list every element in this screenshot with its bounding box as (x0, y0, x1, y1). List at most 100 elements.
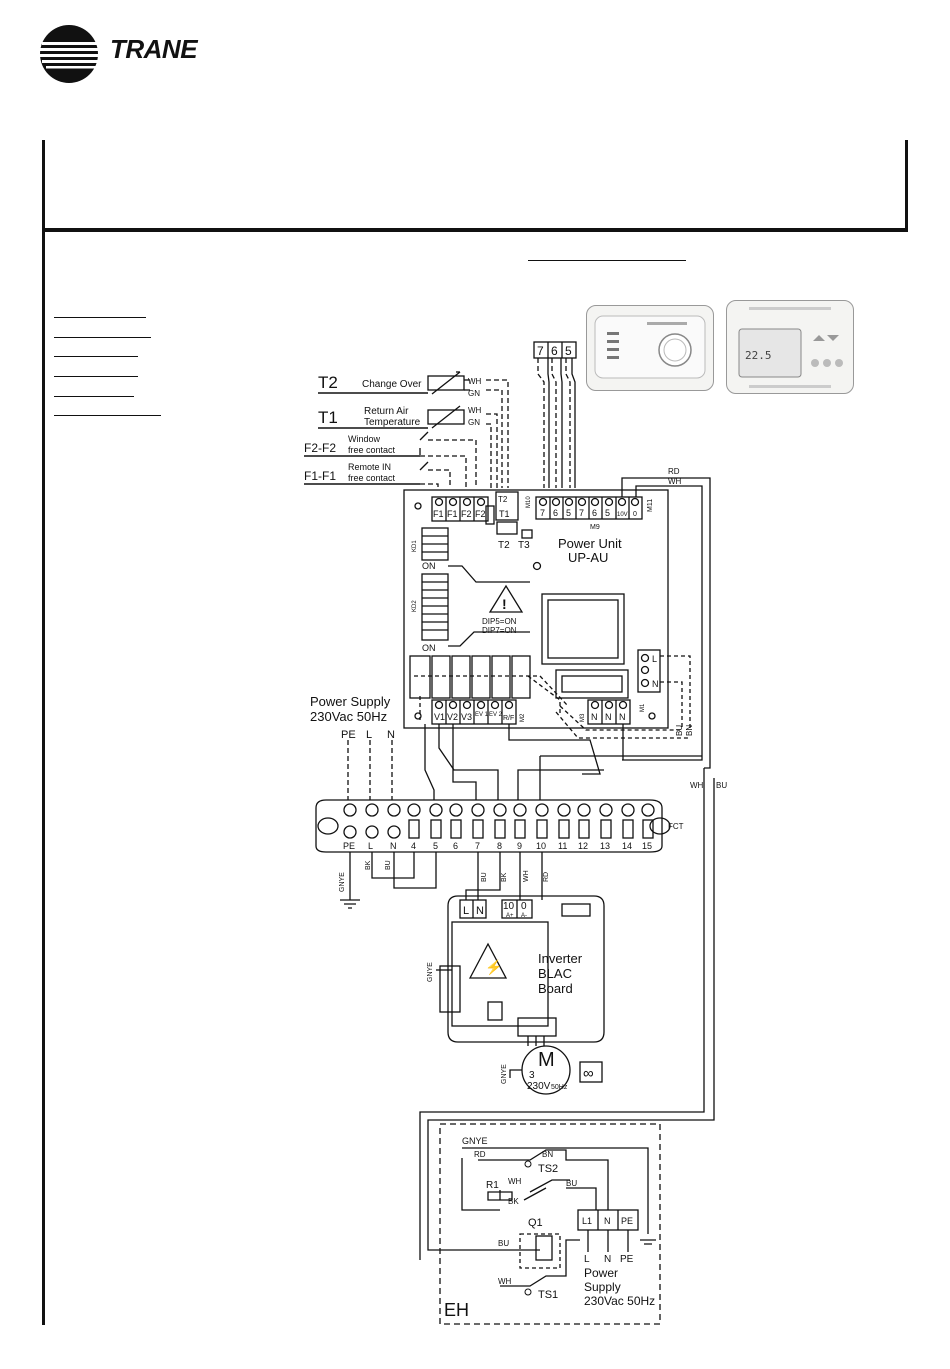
fct-terminal-l: L (368, 841, 373, 851)
m9-terminal-4: 7 (579, 508, 584, 518)
power-unit-board (403, 489, 669, 729)
sensor-t2 (318, 371, 470, 395)
m9-terminal-2: 6 (553, 508, 558, 518)
power-supply-l: L (366, 729, 372, 741)
contact-f1-code: F1-F1 (304, 469, 336, 483)
contact-f2-label-2: free contact (348, 445, 396, 455)
eh-wire-wh: WH (508, 1177, 522, 1186)
fct-terminal-9: 9 (517, 841, 522, 851)
frame-left-border (42, 140, 45, 1325)
fct-terminal-block (315, 799, 671, 853)
hazard-icon: ⚡ (485, 959, 502, 976)
fct-terminal-10: 10 (536, 841, 546, 851)
neutral-n1: N (591, 712, 598, 722)
m9-terminal-3: 5 (566, 508, 571, 518)
controller-connector (533, 341, 577, 359)
motor-phase: 3 (529, 1070, 535, 1081)
brand-name: TRANE (110, 34, 198, 64)
top-terminal-f1a: F1 (433, 509, 444, 519)
neutral-m3-label: M3 (580, 713, 586, 722)
warning-icon: ! (502, 596, 507, 612)
output-terminal-strip (431, 699, 517, 725)
fct-terminal-14: 14 (622, 841, 632, 851)
inverter-control-aminus: A- (521, 913, 527, 919)
output-ev2: EV 2 (489, 712, 503, 718)
sensor-t1 (318, 405, 465, 429)
heading-underline (528, 260, 686, 261)
eh-supply-n: N (604, 1254, 611, 1265)
wire-gnye-pe: GNYE (339, 872, 346, 892)
sensor-t1-label-1: Return Air (364, 406, 409, 417)
motor-ground-label: GNYE (501, 1064, 508, 1084)
power-supply-label-1: Power Supply (310, 694, 391, 709)
top-terminal-f1b: F1 (447, 509, 458, 519)
wire-bu-right: BU (675, 725, 684, 736)
sensor-t1-label-2: Temperature (364, 417, 421, 428)
trane-logo: TRANE (40, 25, 199, 83)
inverter-label-2: BLAC (538, 966, 572, 981)
eh-supply-l: L (584, 1254, 590, 1265)
wire-bk-8: BK (501, 872, 508, 882)
eh-wire-bu-1: BU (566, 1179, 577, 1188)
power-unit-label-2: UP-AU (568, 550, 608, 565)
supply-m1-label: M1 (640, 703, 646, 712)
eh-wire-rd: RD (474, 1150, 486, 1159)
dip-switch-kd2 (421, 573, 449, 641)
eh-ts1: TS1 (538, 1289, 558, 1301)
eh-r1: R1 (486, 1180, 499, 1191)
dip-kd2-on: ON (422, 643, 436, 653)
output-v1: V1 (434, 712, 445, 722)
sensor-t1-wire-gn: GN (468, 418, 480, 427)
sensor-t1-code: T1 (318, 408, 338, 427)
eh-wire-wh-2: WH (498, 1277, 512, 1286)
fct-screws (343, 803, 655, 839)
eh-label: EH (444, 1300, 469, 1320)
eh-terminal-n: N (604, 1216, 611, 1226)
eh-supply-pe: PE (620, 1254, 634, 1265)
inverter-ground-label: GNYE (427, 962, 434, 982)
eh-supply-label-1: Power (584, 1266, 618, 1280)
fct-terminal-5: 5 (433, 841, 438, 851)
dip-note-2: DIP7=ON (482, 626, 517, 635)
inverter-input-l: L (463, 905, 469, 917)
trane-logo-mark (40, 25, 98, 83)
wire-bn-right: BN (685, 725, 694, 736)
fct-terminal-7: 7 (475, 841, 480, 851)
svg-text:22.5: 22.5 (745, 349, 772, 362)
wire-wh-vertical: WH (690, 781, 704, 790)
fct-terminal-12: 12 (578, 841, 588, 851)
sensor-t2-wire-gn: GN (468, 389, 480, 398)
eh-wire-bn: BN (542, 1150, 553, 1159)
controller-connector-5: 5 (565, 344, 572, 358)
inverter-input-n: N (476, 905, 484, 917)
inverter-label-1: Inverter (538, 951, 583, 966)
eh-terminal-pe: PE (621, 1216, 633, 1226)
motor-freq: 50Hz (551, 1084, 568, 1091)
wire-bk-l: BK (365, 860, 372, 870)
eh-terminal-l1: L1 (582, 1216, 592, 1226)
output-v3: V3 (461, 712, 472, 722)
m9-terminal-6: 5 (605, 508, 610, 518)
sensor-t2-label: Change Over (362, 379, 422, 390)
contact-f2 (304, 431, 429, 457)
eh-wire-bu-2: BU (498, 1239, 509, 1248)
eh-frame (439, 1123, 661, 1325)
list-underline-2 (54, 337, 151, 338)
controller-connector-7: 7 (537, 344, 544, 358)
fct-terminal-8: 8 (497, 841, 502, 851)
neutral-terminal-strip (587, 699, 631, 725)
fct-terminal-labels: PE L N 4 5 6 7 8 9 10 11 12 13 14 15 (343, 841, 652, 851)
dip-kd1-label: KD1 (412, 540, 418, 552)
inverter-label-3: Board (538, 981, 573, 996)
controller-connector-6: 6 (551, 344, 558, 358)
fct-terminal-11: 11 (558, 841, 567, 851)
neutral-n2: N (605, 712, 612, 722)
eh-q1: Q1 (528, 1217, 543, 1229)
sensor-plug-t2: T2 (498, 540, 510, 551)
dip-kd2-label: KD2 (412, 600, 418, 612)
fct-label: FCT (668, 822, 684, 831)
dip-kd1-on: ON (422, 561, 436, 571)
dip-switch-kd1 (421, 527, 449, 561)
sensor-plug-t3: T3 (518, 540, 530, 551)
